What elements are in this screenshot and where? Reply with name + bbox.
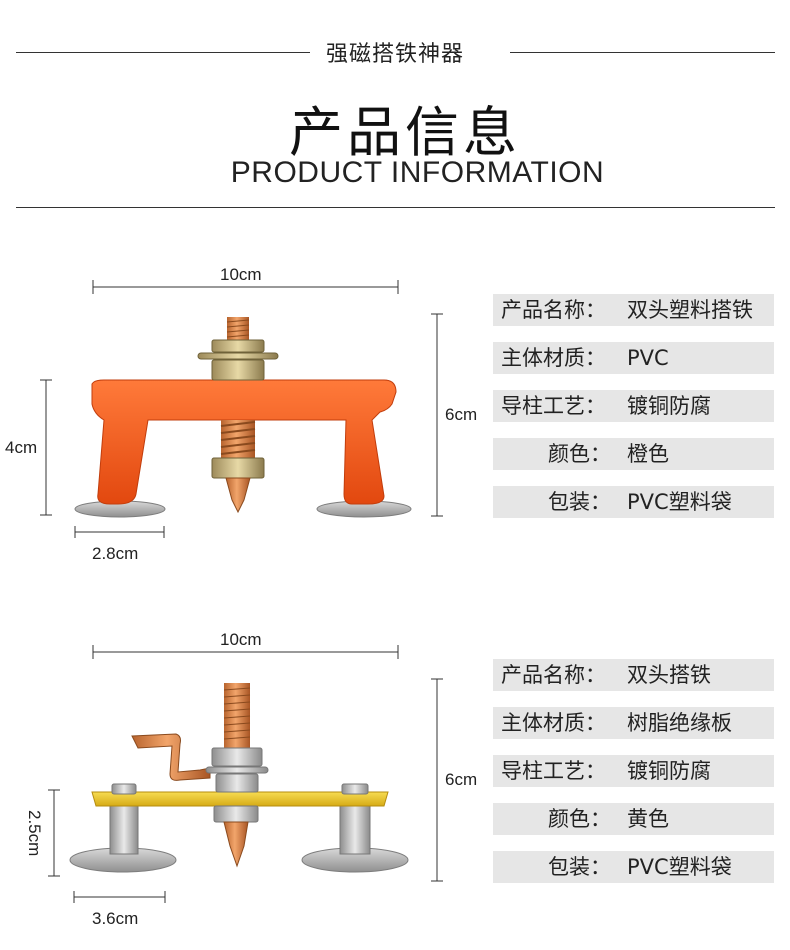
spec-label: 产品名称： xyxy=(501,663,606,687)
product1-image xyxy=(74,317,412,518)
product1-spec-material: 主体材质： PVC xyxy=(493,342,774,374)
product1-spec-color: 颜色： 橙色 xyxy=(493,438,774,470)
header-line-right xyxy=(510,52,775,53)
header-line-left xyxy=(16,52,310,53)
product2-dimension-lines xyxy=(48,645,443,903)
spec-value: 树脂绝缘板 xyxy=(627,711,732,735)
product1-left-height-label: 4cm xyxy=(5,438,38,457)
spec-value: 镀铜防腐 xyxy=(627,394,711,418)
product2-base-label: 3.6cm xyxy=(92,909,139,928)
product2-image xyxy=(69,683,409,873)
product2-spec-material: 主体材质： 树脂绝缘板 xyxy=(493,707,774,739)
header-subtitle: 强磁搭铁神器 xyxy=(325,42,464,67)
spec-value: 镀铜防腐 xyxy=(627,759,711,783)
product1-spec-process: 导柱工艺： 镀铜防腐 xyxy=(493,390,774,422)
page-title-english: PRODUCT INFORMATION xyxy=(230,156,605,189)
spec-label: 颜色： xyxy=(548,442,611,466)
spec-label: 主体材质： xyxy=(501,346,606,370)
product1-spec-package: 包装： PVC塑料袋 xyxy=(493,486,774,518)
spec-value: PVC塑料袋 xyxy=(627,855,732,879)
product2-spec-process: 导柱工艺： 镀铜防腐 xyxy=(493,755,774,787)
product2-spec-name: 产品名称： 双头搭铁 xyxy=(493,659,774,691)
spec-value: 双头搭铁 xyxy=(627,663,711,687)
product1-dimension-lines xyxy=(40,280,443,538)
page-title: 产品信息 xyxy=(289,101,521,164)
product1-width-label: 10cm xyxy=(220,265,262,284)
header-divider xyxy=(16,207,775,208)
spec-value: 黄色 xyxy=(627,807,669,831)
spec-label: 包装： xyxy=(548,490,611,514)
spec-value: 双头塑料搭铁 xyxy=(627,298,753,322)
product2-right-height-label: 6cm xyxy=(445,770,478,789)
spec-label: 导柱工艺： xyxy=(501,759,606,783)
product2-width-label: 10cm xyxy=(220,630,262,649)
spec-label: 产品名称： xyxy=(501,298,606,322)
product2-spec-color: 颜色： 黄色 xyxy=(493,803,774,835)
spec-label: 颜色： xyxy=(548,807,611,831)
spec-label: 导柱工艺： xyxy=(501,394,606,418)
spec-value: 橙色 xyxy=(627,442,669,466)
spec-label: 主体材质： xyxy=(501,711,606,735)
product2-spec-package: 包装： PVC塑料袋 xyxy=(493,851,774,883)
spec-value: PVC塑料袋 xyxy=(627,490,732,514)
spec-label: 包装： xyxy=(548,855,611,879)
product2-left-height-label: 2.5cm xyxy=(25,810,44,857)
product1-right-height-label: 6cm xyxy=(445,405,478,424)
spec-value: PVC xyxy=(627,346,669,370)
product1-spec-name: 产品名称： 双头塑料搭铁 xyxy=(493,294,774,326)
product1-base-label: 2.8cm xyxy=(92,544,139,563)
